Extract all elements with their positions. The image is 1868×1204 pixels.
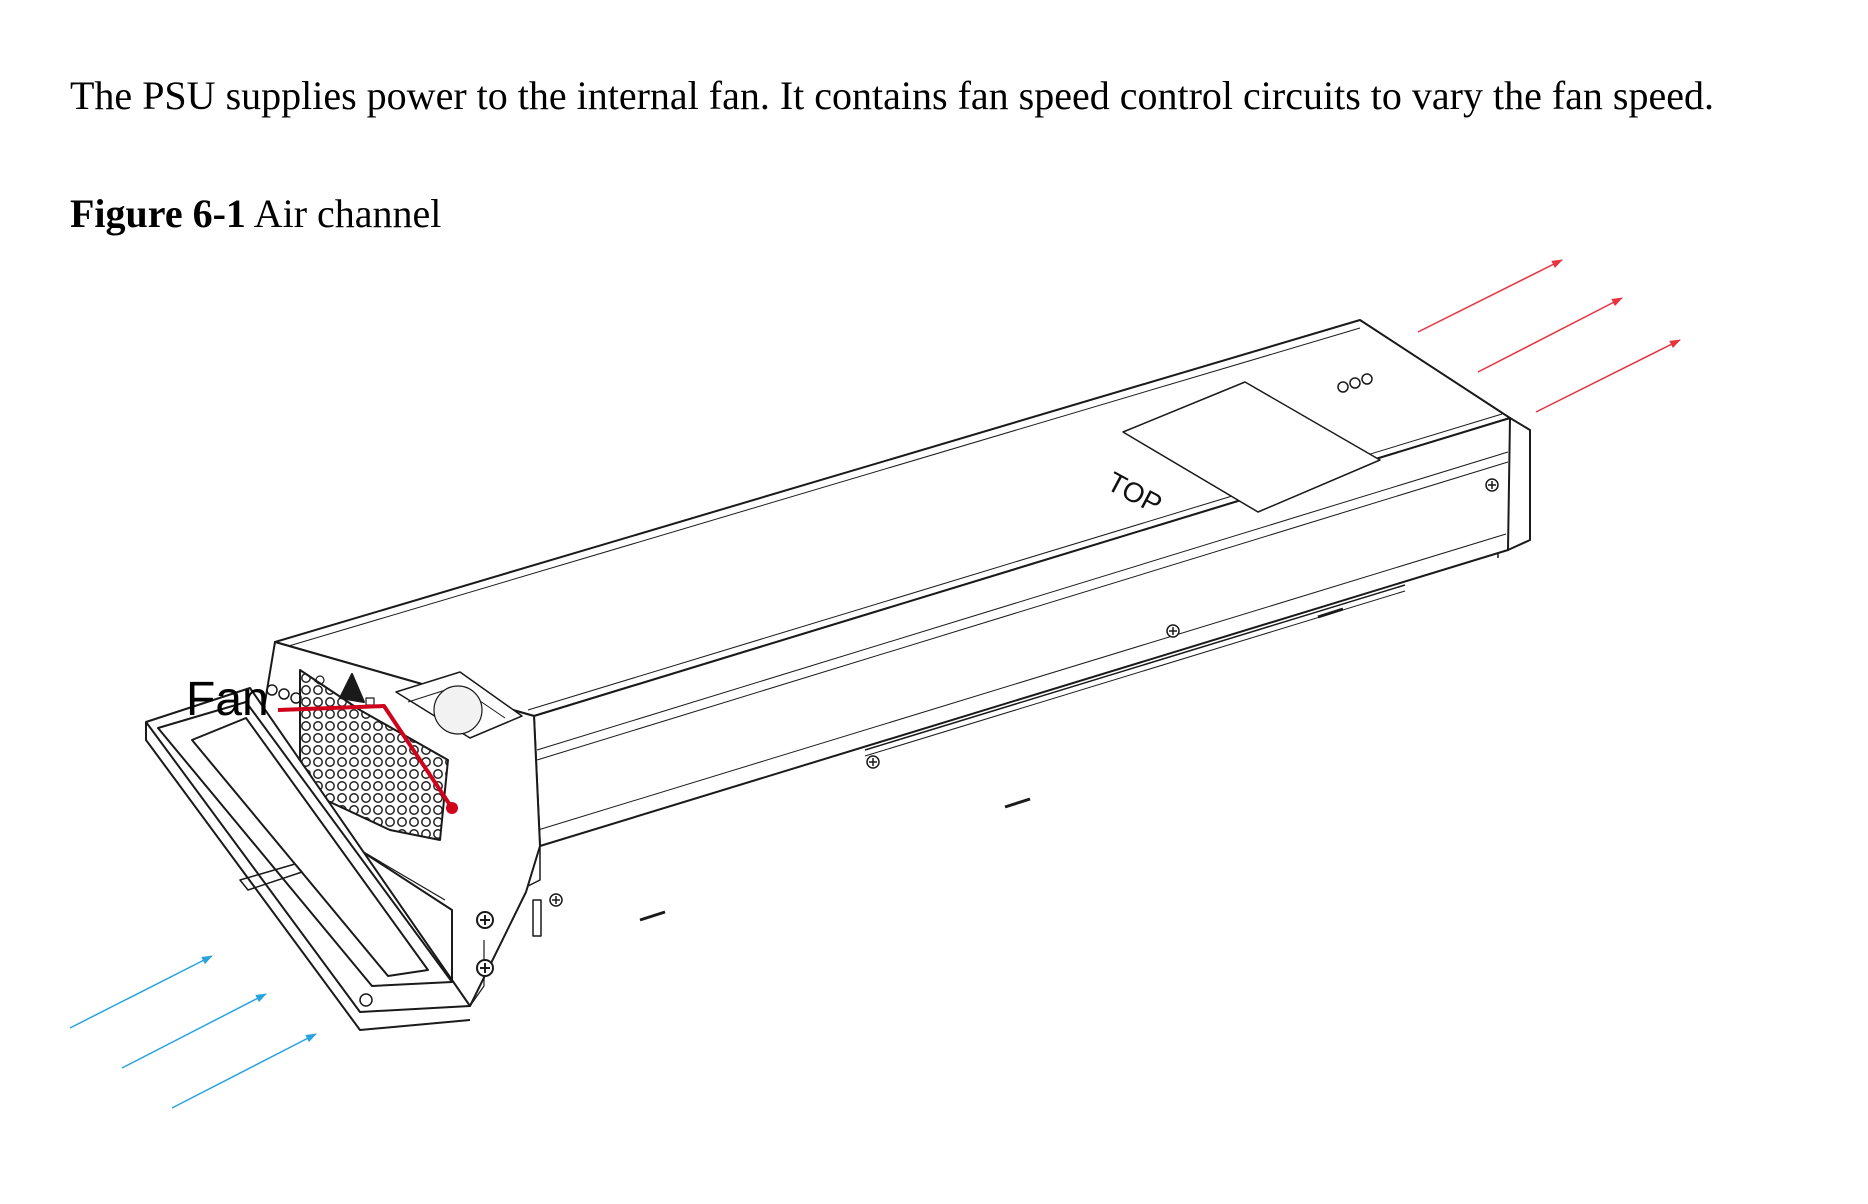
intake-arrows	[69, 955, 317, 1109]
screw-icon	[476, 911, 494, 929]
psu-illustration: TOP	[69, 259, 1681, 1109]
figure-title: Air channel	[253, 191, 442, 236]
exhaust-arrows	[1417, 259, 1681, 413]
psu-front-panel	[251, 641, 542, 1007]
screw-icon	[1166, 624, 1180, 638]
psu-handle	[145, 687, 471, 1031]
screw-icon	[476, 959, 494, 977]
body-paragraph: The PSU supplies power to the internal f…	[70, 73, 1714, 118]
figure-number: Figure 6-1	[70, 191, 246, 236]
fan-callout-dot	[446, 802, 458, 814]
air-channel-figure: TOP	[0, 240, 1868, 1180]
screws	[549, 373, 1499, 907]
screw-icon	[866, 755, 880, 769]
fan-callout: Fan	[186, 673, 458, 814]
screw-icon	[1485, 478, 1499, 492]
screw-icon	[1337, 373, 1373, 393]
fan-leader-line	[277, 704, 454, 810]
figure-caption: Figure 6-1 Air channel	[70, 188, 441, 240]
screw-icon	[549, 893, 563, 907]
fan-label: Fan	[186, 673, 269, 726]
